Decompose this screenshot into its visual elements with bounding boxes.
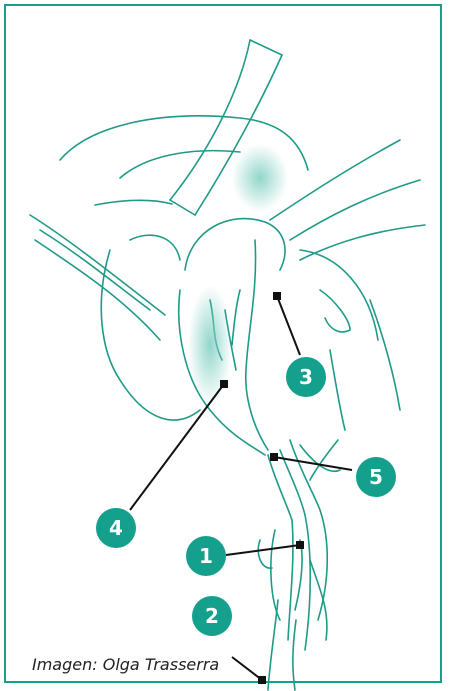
marker-5-badge: 5	[356, 457, 396, 497]
image-credit: Imagen: Olga Trasserra	[32, 655, 219, 674]
marker-3-label: 3	[299, 365, 313, 389]
marker-1-label: 1	[199, 544, 213, 568]
marker-3-badge: 3	[286, 357, 326, 397]
marker-1-badge: 1	[186, 536, 226, 576]
marker-2-label: 2	[205, 604, 219, 628]
marker-5-label: 5	[369, 465, 383, 489]
marker-2-badge: 2	[192, 596, 232, 636]
marker-4-badge: 4	[96, 508, 136, 548]
marker-4-label: 4	[109, 516, 123, 540]
